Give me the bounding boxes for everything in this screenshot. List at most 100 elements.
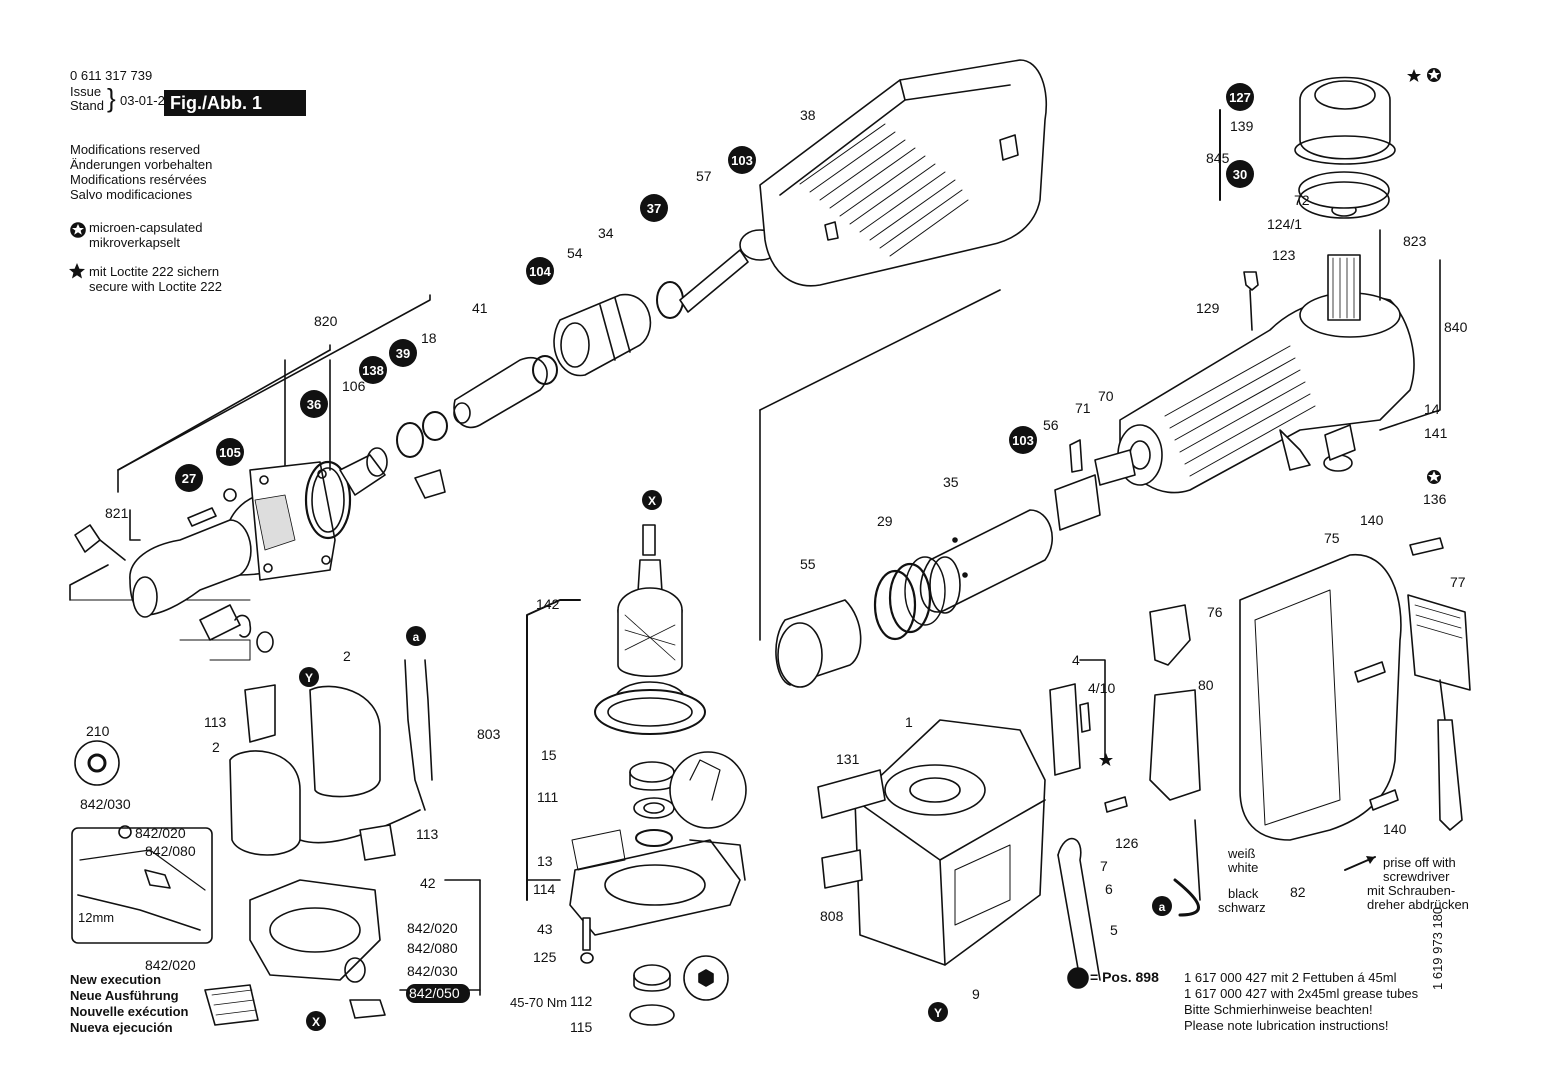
callout-a-left: a xyxy=(406,626,426,646)
callouts-letter: X Y a Y X a xyxy=(299,490,1172,1031)
lubrication-line-1: 1 617 000 427 mit 2 Fettuben á 45ml xyxy=(1184,970,1397,985)
part-label-2-55: 2 xyxy=(212,739,220,755)
part-label-7-27: 7 xyxy=(1100,858,1108,874)
measure-label: 12mm xyxy=(78,910,114,925)
part-label-114-48: 114 xyxy=(533,881,556,897)
note-modifications-en: Modifications reserved xyxy=(70,142,201,157)
note-microencapsulated-de: mikroverkapselt xyxy=(89,235,181,250)
callout-27: 27 xyxy=(175,464,203,492)
loctite-star-marker-4-10 xyxy=(1099,753,1113,766)
callout-x-bottom: X xyxy=(306,1011,326,1031)
part-label-842-050-65: 842/050 xyxy=(409,985,460,1001)
svg-text:X: X xyxy=(648,494,656,508)
part-label-823-5: 823 xyxy=(1403,233,1427,249)
motor-base-housing xyxy=(817,537,1471,981)
part-label-123-4: 123 xyxy=(1272,247,1296,263)
svg-text:a: a xyxy=(413,630,420,644)
part-label-112-51: 112 xyxy=(570,993,593,1009)
callouts-dark: 127 30 103 37 104 138 39 36 27 105 103 xyxy=(175,83,1254,492)
part-label-129-6: 129 xyxy=(1196,300,1220,316)
prise-note-1: prise off with xyxy=(1383,855,1456,870)
lubrication-line-4: Please note lubrication instructions! xyxy=(1184,1018,1389,1033)
note-loctite-de: mit Loctite 222 sichern xyxy=(89,264,220,279)
part-label-136-16: 136 xyxy=(1423,491,1447,507)
wire-label-white: white xyxy=(1228,860,1259,875)
note-modifications-de: Änderungen vorbehalten xyxy=(70,157,213,172)
part-label-6-28: 6 xyxy=(1105,881,1113,897)
part-label-4-21: 4 xyxy=(1072,652,1080,668)
part-label-43-49: 43 xyxy=(537,921,553,937)
part-label-4-10-22: 4/10 xyxy=(1088,680,1115,696)
svg-text:27: 27 xyxy=(182,471,196,486)
svg-text:103: 103 xyxy=(731,153,753,168)
lubrication-line-3: Bitte Schmierhinweise beachten! xyxy=(1184,1002,1373,1017)
microencapsulated-marker-136 xyxy=(1427,470,1441,484)
note-microencapsulated-en: microen-capsulated xyxy=(89,220,203,235)
callout-127: 127 xyxy=(1226,83,1254,111)
part-label-41-38: 41 xyxy=(472,300,488,316)
new-execution-en: New execution xyxy=(70,972,162,987)
part-label-29-14: 29 xyxy=(877,513,893,529)
note-loctite-en: secure with Loctite 222 xyxy=(89,279,222,294)
callout-y-left: Y xyxy=(299,667,319,687)
issue-brace: } xyxy=(107,83,116,113)
callout-x-top: X xyxy=(642,490,662,510)
callout-105: 105 xyxy=(216,438,244,466)
part-label-9-30: 9 xyxy=(972,986,980,1002)
microencapsulated-marker-top xyxy=(1427,68,1441,82)
part-label-142-43: 142 xyxy=(536,596,560,612)
new-execution-de: Neue Ausführung xyxy=(70,988,179,1003)
part-label-845-0: 845 xyxy=(1206,150,1230,166)
part-label-111-46: 111 xyxy=(537,789,558,805)
part-label-15-45: 15 xyxy=(541,747,557,763)
part-label-106-40: 106 xyxy=(342,378,366,394)
part-label-5-29: 5 xyxy=(1110,922,1118,938)
callout-30: 30 xyxy=(1226,160,1254,188)
part-label-80-23: 80 xyxy=(1198,677,1214,693)
wire-label-weiss: weiß xyxy=(1228,846,1256,861)
part-labels: 84513972124/1123823129840141417071563529… xyxy=(78,107,1468,1035)
part-label-82-32: 82 xyxy=(1290,884,1306,900)
part-label-140-33: 140 xyxy=(1383,821,1407,837)
callout-37: 37 xyxy=(640,194,668,222)
part-label-34-36: 34 xyxy=(598,225,614,241)
svg-text:36: 36 xyxy=(307,397,321,412)
part-label-821-42: 821 xyxy=(105,505,129,521)
part-label-842-080-63: 842/080 xyxy=(407,940,458,956)
part-label-38-34: 38 xyxy=(800,107,816,123)
part-label-76-20: 76 xyxy=(1207,604,1223,620)
part-label-72-2: 72 xyxy=(1294,192,1310,208)
part-label-77-19: 77 xyxy=(1450,574,1466,590)
part-label-75-18: 75 xyxy=(1324,530,1340,546)
part-label-56-12: 56 xyxy=(1043,417,1059,433)
pos-898-label: = Pos. 898 xyxy=(1090,969,1159,985)
callout-39: 39 xyxy=(389,339,417,367)
part-label-842-020-62: 842/020 xyxy=(407,920,458,936)
part-label-842-030-64: 842/030 xyxy=(407,963,458,979)
callout-103-right: 103 xyxy=(1009,426,1037,454)
svg-text:Y: Y xyxy=(934,1006,942,1020)
svg-text:105: 105 xyxy=(219,445,241,460)
part-label-115-52: 115 xyxy=(570,1019,593,1035)
svg-text:138: 138 xyxy=(362,363,384,378)
lubrication-line-2: 1 617 000 427 with 2x45ml grease tubes xyxy=(1184,986,1419,1001)
svg-text:103: 103 xyxy=(1012,433,1034,448)
svg-text:Y: Y xyxy=(305,671,313,685)
callout-103-top: 103 xyxy=(728,146,756,174)
prise-note-3: mit Schrauben- xyxy=(1367,883,1456,898)
part-label-113-54: 113 xyxy=(204,714,227,730)
armature-assembly xyxy=(526,524,747,1026)
part-label-18-39: 18 xyxy=(421,330,437,346)
part-label-842-020-66: 842/020 xyxy=(145,957,196,973)
prise-note-4: dreher abdrücken xyxy=(1367,897,1469,912)
gear-housing-38 xyxy=(759,59,1048,287)
loctite-star-icon xyxy=(69,263,85,279)
new-execution-es: Nueva ejecución xyxy=(70,1020,173,1035)
part-label-141-9: 141 xyxy=(1424,425,1448,441)
part-label-126-26: 126 xyxy=(1115,835,1139,851)
part-label-1-24: 1 xyxy=(905,714,913,730)
part-label-808-31: 808 xyxy=(820,908,844,924)
part-label-125-50: 125 xyxy=(533,949,557,965)
